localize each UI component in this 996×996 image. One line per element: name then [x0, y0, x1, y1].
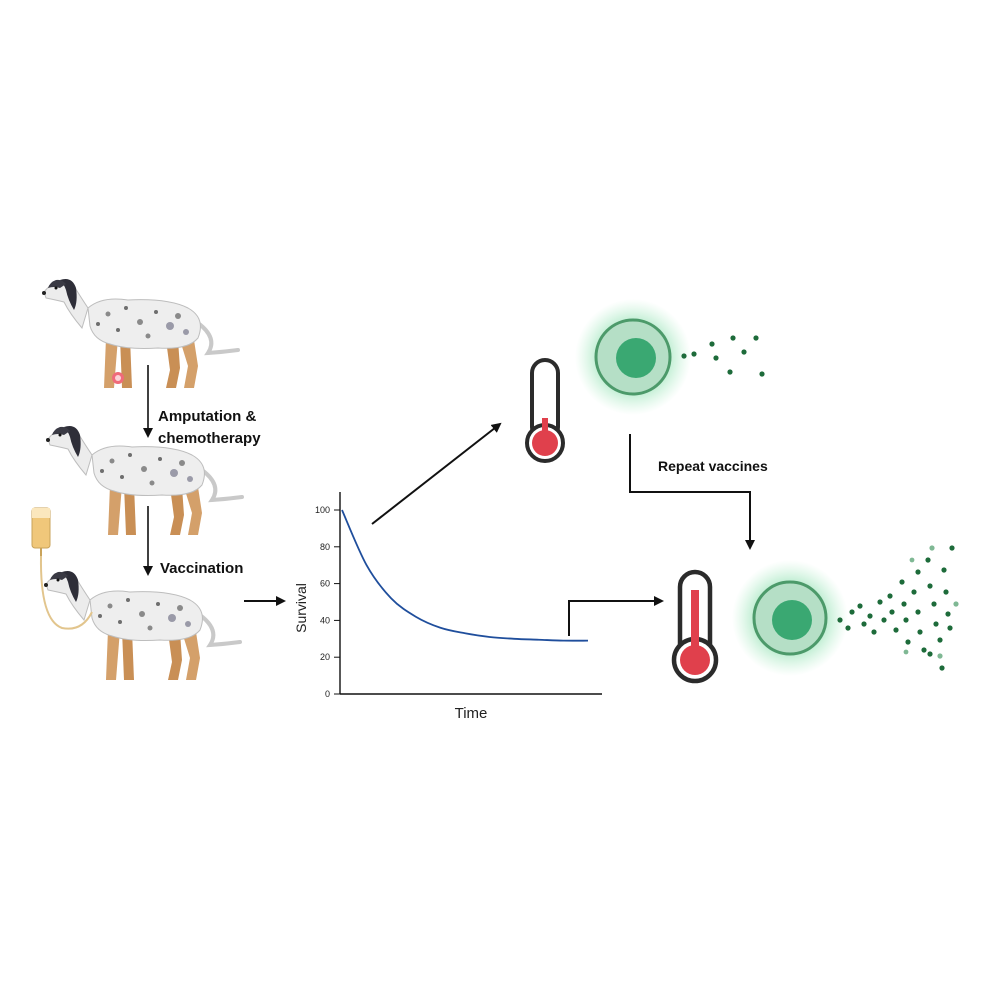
lower-arrow — [568, 596, 664, 636]
iv-bag-icon — [31, 507, 93, 630]
cytokine-particles-icon — [837, 545, 955, 671]
thermometer-icon — [671, 569, 719, 684]
y-tick-label: 20 — [320, 652, 330, 662]
thermometer-icon — [525, 358, 565, 463]
chemotherapy-label: chemotherapy — [158, 430, 261, 447]
dog-icon — [42, 569, 242, 682]
wound-icon — [112, 372, 124, 384]
y-tick-label: 60 — [320, 579, 330, 589]
upper-arrow — [371, 422, 502, 525]
cytokine-particles-icon — [681, 335, 765, 377]
survival-chart: 0 20 40 60 80 100 Time Survival — [293, 492, 602, 722]
survival-curve — [341, 509, 589, 642]
immune-cell-icon — [732, 560, 848, 676]
repeat-vaccines-label: Repeat vaccines — [658, 458, 768, 474]
cytokine-particles-faded — [903, 545, 959, 659]
y-axis-label: Survival — [293, 583, 309, 633]
repeat-arrow — [629, 434, 755, 550]
y-tick-label: 40 — [320, 615, 330, 625]
y-tick-labels: 0 20 40 60 80 100 — [315, 505, 340, 699]
vaccination-label: Vaccination — [160, 560, 244, 577]
immune-cell-icon — [575, 299, 691, 415]
x-axis-label: Time — [455, 705, 488, 722]
amputation-label: Amputation & — [158, 408, 257, 425]
dog-icon — [40, 277, 240, 390]
y-tick-label: 100 — [315, 505, 330, 515]
y-tick-label: 80 — [320, 542, 330, 552]
y-tick-label: 0 — [325, 689, 330, 699]
